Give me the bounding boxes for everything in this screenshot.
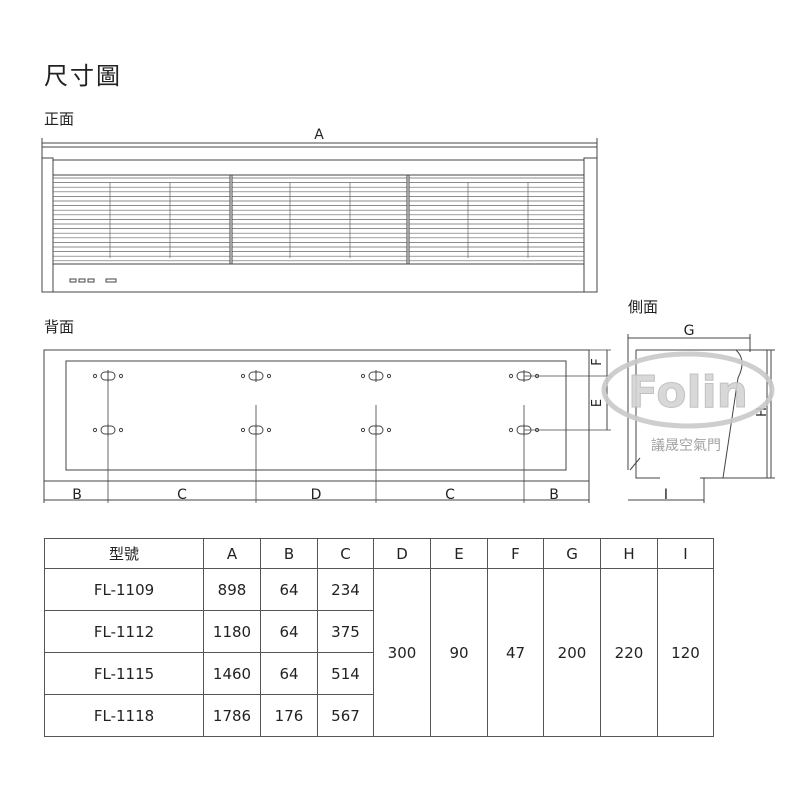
screw-hole bbox=[92, 373, 98, 379]
header-c: C bbox=[317, 538, 374, 569]
control-button bbox=[69, 278, 77, 283]
dimension-drawing: A B C D C B F E G bbox=[41, 127, 775, 503]
table-row: FL-1112 1180 64 375 bbox=[44, 610, 714, 653]
header-d: D bbox=[373, 538, 431, 569]
dimension-table: 型號 A B C D E F G H I FL-1109 898 64 234 … bbox=[44, 538, 714, 737]
back-view-label: 背面 bbox=[44, 318, 75, 336]
cell-e: 90 bbox=[430, 568, 488, 737]
watermark-tagline: 議晟空氣門 bbox=[651, 437, 721, 454]
screw-hole bbox=[118, 427, 124, 433]
table-header-row: 型號 A B C D E F G H I bbox=[44, 538, 714, 569]
screw-hole bbox=[508, 427, 514, 433]
cell-a: 1460 bbox=[203, 652, 261, 695]
header-a: A bbox=[203, 538, 261, 569]
cell-c: 514 bbox=[317, 652, 374, 695]
cell-a: 898 bbox=[203, 568, 261, 611]
table-row: FL-1115 1460 64 514 bbox=[44, 652, 714, 695]
dim-label-h: H bbox=[755, 407, 770, 417]
cell-a: 1180 bbox=[203, 610, 261, 653]
watermark-brand: Folin bbox=[628, 367, 748, 418]
cell-model: FL-1115 bbox=[44, 652, 204, 695]
dim-label-i: I bbox=[664, 487, 668, 503]
cell-d: 300 bbox=[373, 568, 431, 737]
cell-model: FL-1118 bbox=[44, 694, 204, 737]
header-b: B bbox=[260, 538, 318, 569]
indicator-light bbox=[105, 278, 117, 283]
table-row: FL-1118 1786 176 567 bbox=[44, 694, 714, 737]
header-model: 型號 bbox=[44, 538, 204, 569]
screw-hole bbox=[266, 373, 272, 379]
cell-g: 200 bbox=[543, 568, 601, 737]
dim-label-e: E bbox=[590, 399, 605, 407]
control-button bbox=[78, 278, 86, 283]
dim-label-a: A bbox=[314, 127, 324, 143]
screw-hole bbox=[386, 427, 392, 433]
dim-label-b-left: B bbox=[72, 487, 82, 503]
header-g: G bbox=[543, 538, 601, 569]
cell-f: 47 bbox=[487, 568, 544, 737]
cell-c: 234 bbox=[317, 568, 374, 611]
front-left-cap bbox=[41, 157, 54, 293]
back-inner-panel bbox=[65, 360, 567, 471]
cell-b: 176 bbox=[260, 694, 318, 737]
screw-hole bbox=[92, 427, 98, 433]
header-i: I bbox=[657, 538, 714, 569]
header-h: H bbox=[600, 538, 658, 569]
cell-i: 120 bbox=[657, 568, 714, 737]
table-row: FL-1109 898 64 234 300 90 47 200 220 120 bbox=[44, 568, 714, 737]
screw-hole bbox=[240, 373, 246, 379]
screw-hole bbox=[360, 427, 366, 433]
cell-c: 567 bbox=[317, 694, 374, 737]
cell-model: FL-1109 bbox=[44, 568, 204, 611]
screw-hole bbox=[240, 427, 246, 433]
cell-model: FL-1112 bbox=[44, 610, 204, 653]
dim-label-c-left: C bbox=[177, 487, 187, 503]
dim-label-b-right: B bbox=[549, 487, 559, 503]
dim-label-g: G bbox=[684, 323, 695, 339]
dim-label-c-right: C bbox=[445, 487, 455, 503]
dim-label-d: D bbox=[311, 487, 322, 503]
cell-c: 375 bbox=[317, 610, 374, 653]
screw-hole bbox=[118, 373, 124, 379]
cell-b: 64 bbox=[260, 610, 318, 653]
cell-h: 220 bbox=[600, 568, 658, 737]
screw-hole bbox=[266, 427, 272, 433]
cell-b: 64 bbox=[260, 568, 318, 611]
screw-hole bbox=[508, 373, 514, 379]
control-button bbox=[87, 278, 95, 283]
back-view bbox=[43, 349, 611, 503]
back-body bbox=[43, 349, 590, 482]
header-f: F bbox=[487, 538, 544, 569]
page-title: 尺寸圖 bbox=[44, 62, 122, 90]
screw-hole bbox=[360, 373, 366, 379]
front-view bbox=[41, 138, 598, 293]
brand-watermark: Folin 議晟空氣門 bbox=[601, 351, 775, 454]
front-right-cap bbox=[583, 157, 598, 293]
cell-b: 64 bbox=[260, 652, 318, 695]
front-view-label: 正面 bbox=[44, 110, 75, 128]
side-view-label: 側面 bbox=[628, 298, 659, 316]
header-e: E bbox=[430, 538, 488, 569]
cell-a: 1786 bbox=[203, 694, 261, 737]
dim-label-f: F bbox=[590, 358, 605, 365]
screw-hole bbox=[386, 373, 392, 379]
